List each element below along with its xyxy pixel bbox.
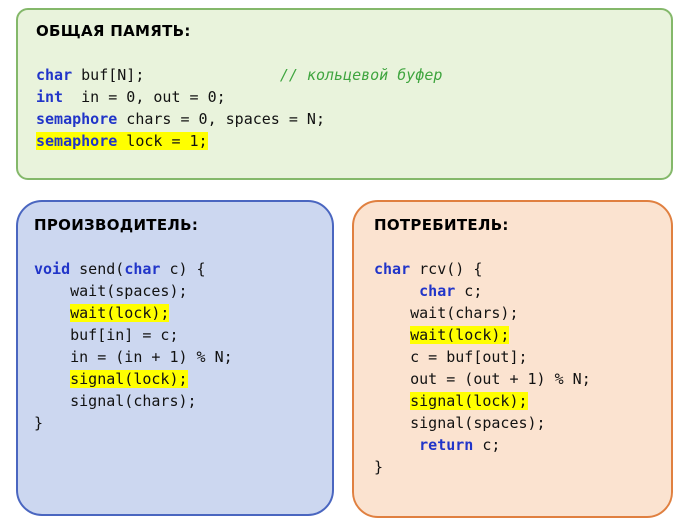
code-token: c = buf[out]; bbox=[374, 348, 528, 366]
code-token: } bbox=[34, 414, 44, 432]
code-token bbox=[374, 282, 419, 300]
code-token: rcv() { bbox=[410, 260, 483, 278]
keyword-token: int bbox=[36, 88, 64, 106]
code-token: } bbox=[374, 458, 384, 476]
code-token: wait(spaces); bbox=[34, 282, 188, 300]
code-line: c = buf[out]; bbox=[374, 346, 651, 368]
code-token bbox=[374, 326, 410, 344]
code-token: in = (in + 1) % N; bbox=[34, 348, 233, 366]
code-line: } bbox=[34, 412, 316, 434]
code-line: return c; bbox=[374, 434, 651, 456]
code-line: wait(chars); bbox=[374, 302, 651, 324]
code-token: in = 0, out = 0; bbox=[63, 88, 226, 106]
keyword-token: char bbox=[374, 260, 411, 278]
code-line: signal(lock); bbox=[374, 390, 651, 412]
code-line: char buf[N]; // кольцевой буфер bbox=[36, 64, 653, 86]
code-line: int in = 0, out = 0; bbox=[36, 86, 653, 108]
code-line: signal(lock); bbox=[34, 368, 316, 390]
keyword-token: char bbox=[124, 260, 161, 278]
code-token bbox=[144, 66, 279, 84]
shared-memory-panel: ОБЩАЯ ПАМЯТЬ: char buf[N]; // кольцевой … bbox=[16, 8, 673, 180]
producer-code-block: void send(char c) { wait(spaces); wait(l… bbox=[34, 258, 316, 434]
code-line: semaphore chars = 0, spaces = N; bbox=[36, 108, 653, 130]
consumer-panel: ПОТРЕБИТЕЛЬ: char rcv() { char c; wait(c… bbox=[352, 200, 673, 518]
code-line: signal(spaces); bbox=[374, 412, 651, 434]
code-token: c; bbox=[473, 436, 501, 454]
code-line: } bbox=[374, 456, 651, 478]
consumer-title: ПОТРЕБИТЕЛЬ: bbox=[374, 216, 509, 234]
producer-title: ПРОИЗВОДИТЕЛЬ: bbox=[34, 216, 199, 234]
code-line: in = (in + 1) % N; bbox=[34, 346, 316, 368]
code-token: buf[N]; bbox=[72, 66, 145, 84]
shared-memory-title: ОБЩАЯ ПАМЯТЬ: bbox=[36, 22, 191, 40]
highlighted-token: signal(lock); bbox=[70, 370, 188, 388]
code-token: send( bbox=[70, 260, 125, 278]
code-token: wait(chars); bbox=[374, 304, 519, 322]
code-line: wait(spaces); bbox=[34, 280, 316, 302]
code-token bbox=[374, 392, 410, 410]
code-token bbox=[34, 370, 70, 388]
consumer-code-block: char rcv() { char c; wait(chars); wait(l… bbox=[374, 258, 651, 478]
keyword-token: semaphore bbox=[36, 132, 118, 150]
code-token: buf[in] = c; bbox=[34, 326, 179, 344]
keyword-token: void bbox=[34, 260, 71, 278]
code-token: signal(chars); bbox=[34, 392, 197, 410]
code-line: char rcv() { bbox=[374, 258, 651, 280]
code-line: signal(chars); bbox=[34, 390, 316, 412]
keyword-token: semaphore bbox=[36, 110, 118, 128]
code-line: char c; bbox=[374, 280, 651, 302]
code-token: chars = 0, spaces = N; bbox=[117, 110, 325, 128]
highlighted-token: signal(lock); bbox=[410, 392, 528, 410]
code-line: out = (out + 1) % N; bbox=[374, 368, 651, 390]
code-token: c; bbox=[455, 282, 483, 300]
code-line: void send(char c) { bbox=[34, 258, 316, 280]
highlighted-token: wait(lock); bbox=[410, 326, 510, 344]
keyword-token: return bbox=[419, 436, 474, 454]
code-token: signal(spaces); bbox=[374, 414, 546, 432]
code-token bbox=[374, 436, 419, 454]
producer-panel: ПРОИЗВОДИТЕЛЬ: void send(char c) { wait(… bbox=[16, 200, 334, 516]
keyword-token: char bbox=[36, 66, 73, 84]
code-token: out = (out + 1) % N; bbox=[374, 370, 591, 388]
code-line: wait(lock); bbox=[374, 324, 651, 346]
comment-token: // кольцевой буфер bbox=[279, 66, 443, 84]
code-line: buf[in] = c; bbox=[34, 324, 316, 346]
code-token: c) { bbox=[160, 260, 206, 278]
highlighted-token: lock = 1; bbox=[117, 132, 208, 150]
code-line: wait(lock); bbox=[34, 302, 316, 324]
code-token bbox=[34, 304, 70, 322]
keyword-token: char bbox=[419, 282, 456, 300]
highlighted-token: wait(lock); bbox=[70, 304, 170, 322]
code-line: semaphore lock = 1; bbox=[36, 130, 653, 152]
